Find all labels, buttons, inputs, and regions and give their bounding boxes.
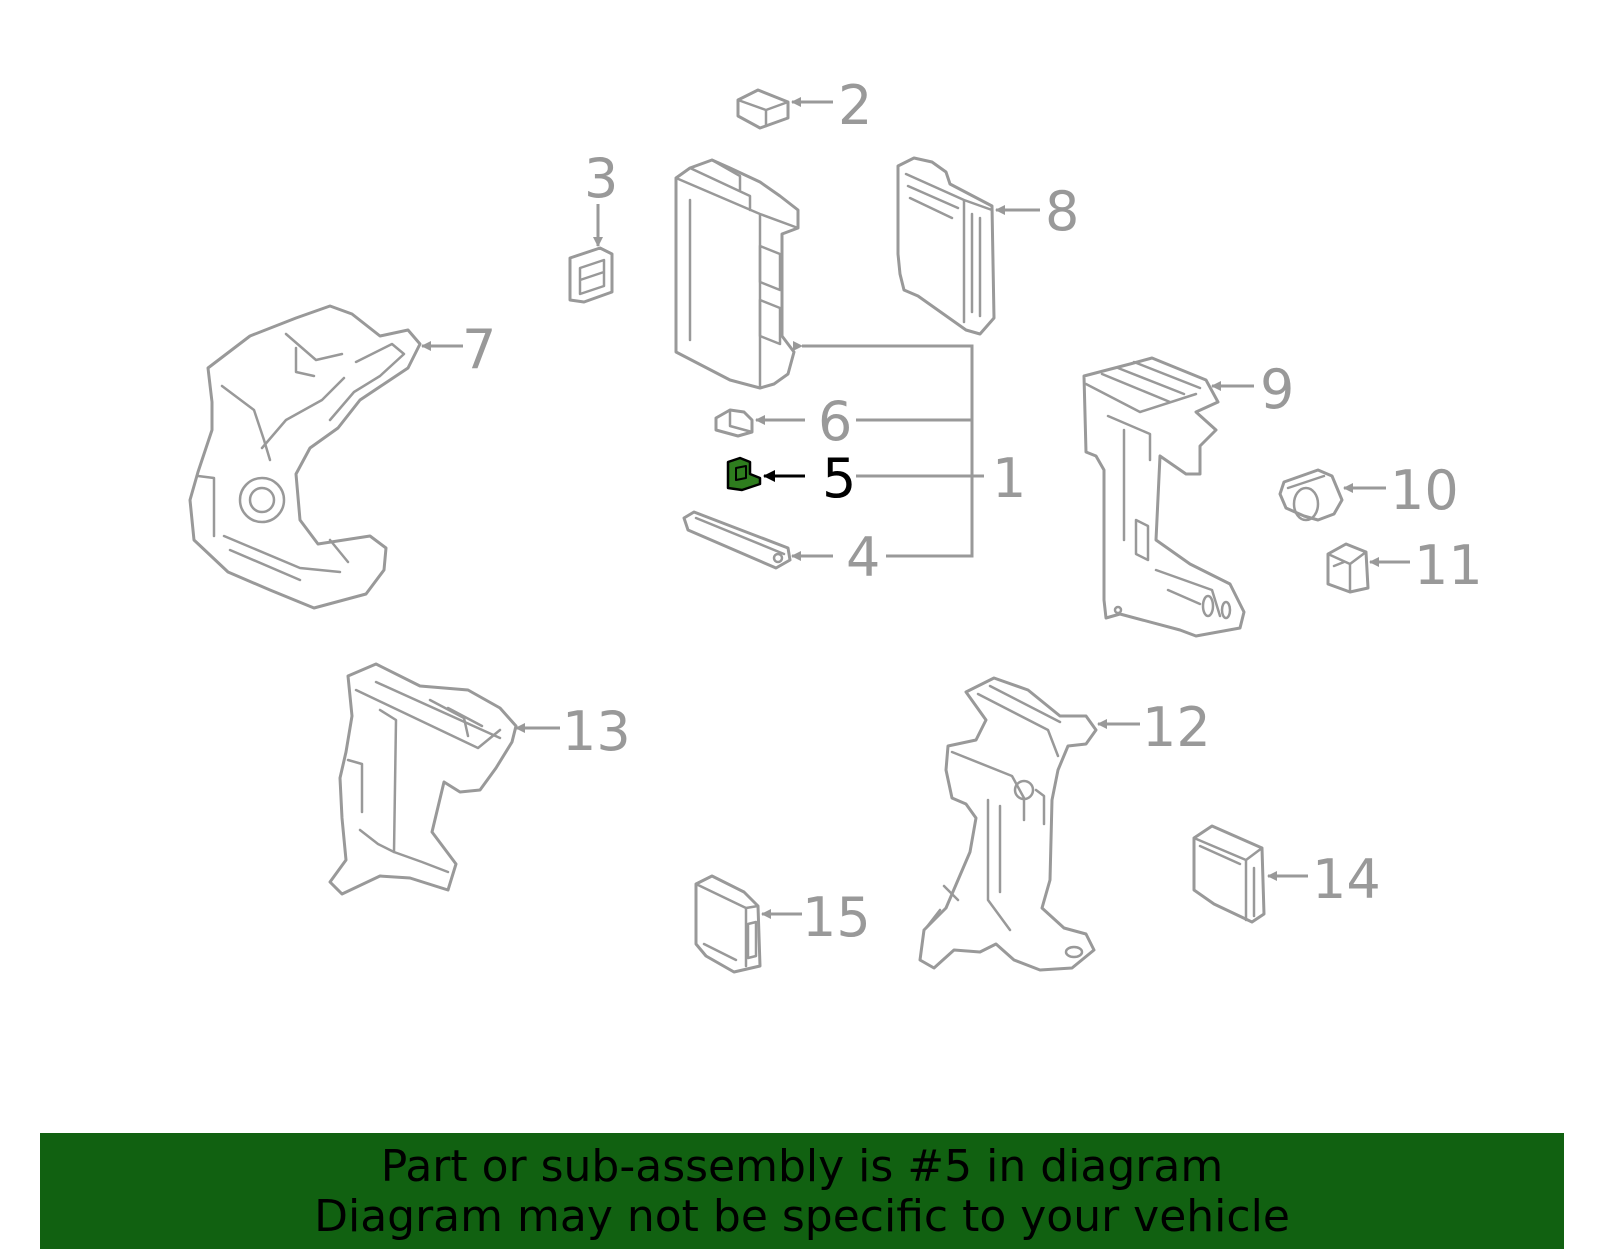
part-9[interactable] (1082, 356, 1246, 638)
part-3[interactable] (568, 246, 614, 304)
callout-8[interactable]: 8 (1045, 180, 1079, 243)
callout-11[interactable]: 11 (1414, 534, 1483, 597)
part-6[interactable] (714, 408, 754, 438)
callout-4[interactable]: 4 (846, 526, 880, 589)
part-5[interactable] (726, 456, 762, 492)
callout-15[interactable]: 15 (802, 886, 871, 949)
info-banner: Part or sub-assembly is #5 in diagram Di… (40, 1133, 1564, 1249)
part-10[interactable] (1278, 468, 1344, 522)
callout-3[interactable]: 3 (584, 147, 618, 210)
callout-2[interactable]: 2 (838, 74, 872, 137)
part-15[interactable] (694, 874, 762, 974)
callout-7[interactable]: 7 (462, 318, 496, 381)
callout-9[interactable]: 9 (1260, 358, 1294, 421)
leader-1-bracket (793, 341, 974, 558)
callout-14[interactable]: 14 (1312, 848, 1381, 911)
part-8[interactable] (896, 156, 996, 336)
part-11[interactable] (1326, 542, 1370, 594)
part-2[interactable] (736, 88, 790, 130)
banner-line-1: Part or sub-assembly is #5 in diagram (380, 1141, 1224, 1192)
callout-1[interactable]: 1 (992, 447, 1026, 510)
part-12[interactable] (918, 676, 1098, 972)
part-7[interactable] (188, 304, 422, 610)
callout-12[interactable]: 12 (1142, 696, 1211, 759)
callout-13[interactable]: 13 (562, 700, 631, 763)
banner-line-2: Diagram may not be specific to your vehi… (314, 1191, 1290, 1242)
callout-5[interactable]: 5 (822, 447, 856, 510)
part-14[interactable] (1192, 824, 1266, 924)
callout-6[interactable]: 6 (818, 390, 852, 453)
part-1[interactable] (674, 158, 800, 390)
part-13[interactable] (328, 662, 518, 896)
part-4[interactable] (682, 510, 792, 570)
callout-10[interactable]: 10 (1390, 459, 1459, 522)
